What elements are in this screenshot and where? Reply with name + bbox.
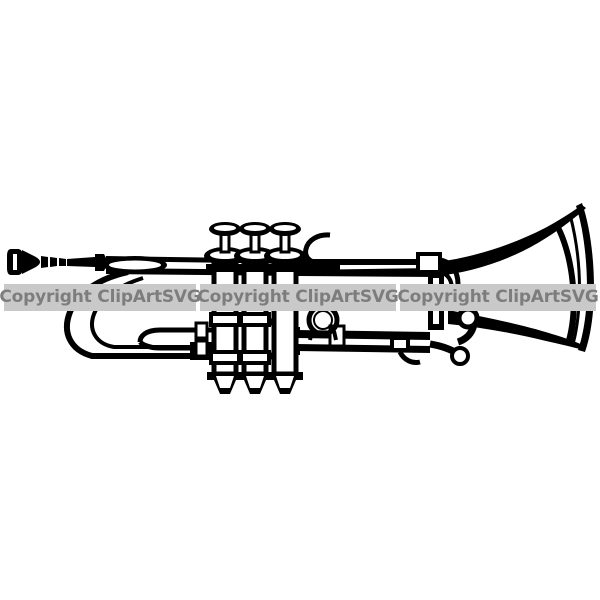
bell-rim	[576, 203, 594, 352]
finger-button-3-hi	[274, 225, 296, 231]
valve-slide-1-lower	[138, 340, 225, 351]
mouthpiece-shank	[67, 257, 95, 267]
valve-casings-group	[209, 259, 299, 377]
valve-top-cap-2-hi	[240, 251, 270, 259]
valve-slide-1-ferrule-b	[194, 339, 209, 358]
mouthpiece-ring-3	[59, 258, 66, 266]
mouthpiece-receiver	[95, 254, 106, 271]
bell-brace-arm-knob	[450, 346, 470, 366]
bell-tube-bend	[439, 257, 461, 300]
finger-ring-inner	[313, 310, 333, 330]
valve-casing-1-collar	[209, 312, 241, 327]
finger-button-2-hi	[244, 225, 266, 231]
bell-group	[437, 203, 594, 352]
bell-inner-shade	[555, 225, 577, 342]
bottom-cap-3-hi	[276, 376, 294, 388]
valve-casing-1-collar-b	[209, 350, 241, 365]
bell-brace-group	[390, 272, 480, 366]
bell-tube-top	[300, 259, 440, 265]
valve-casing-2-collar-b	[239, 350, 271, 365]
bell-rim-inner-line	[569, 216, 581, 346]
water-key	[397, 350, 421, 365]
bottom-caps-group	[207, 372, 303, 394]
mouthpiece-rim-highlight	[13, 254, 17, 270]
mouthpiece-cup	[22, 250, 40, 274]
bottom-cap-1-hi	[216, 376, 234, 388]
bottom-cap-2-hi	[246, 376, 264, 388]
bell-tube-ferrule	[416, 252, 442, 274]
valve-top-cap-1-hi	[210, 251, 240, 259]
finger-button-1-hi	[214, 225, 236, 231]
mouthpiece-ring-1	[41, 256, 48, 268]
valve-casing-2-collar	[239, 312, 271, 327]
thumb-hook	[303, 232, 331, 265]
mouthpiece-group	[7, 249, 106, 275]
leadpipe-swell-inner	[109, 260, 161, 270]
valve-buttons-group	[204, 222, 340, 272]
bell-brace-post-hi	[433, 278, 439, 324]
finger-ring-post	[308, 330, 338, 341]
tuning-slide-inner	[90, 276, 200, 349]
bell-brace-knob	[456, 306, 480, 330]
valve-top-cap-3-hi	[270, 251, 300, 259]
valve-slide-1-ferrule-a	[194, 321, 209, 340]
water-key-lever	[390, 336, 410, 352]
bell-flare-lower	[448, 310, 583, 349]
tuning-slide-outer	[64, 269, 200, 359]
valve-slide-1-upper	[137, 327, 225, 343]
mouthpiece-ring-2	[50, 257, 57, 267]
valve-top-brace	[206, 264, 340, 272]
valve-casing-3	[271, 259, 299, 377]
bell-flare-upper	[437, 205, 586, 276]
